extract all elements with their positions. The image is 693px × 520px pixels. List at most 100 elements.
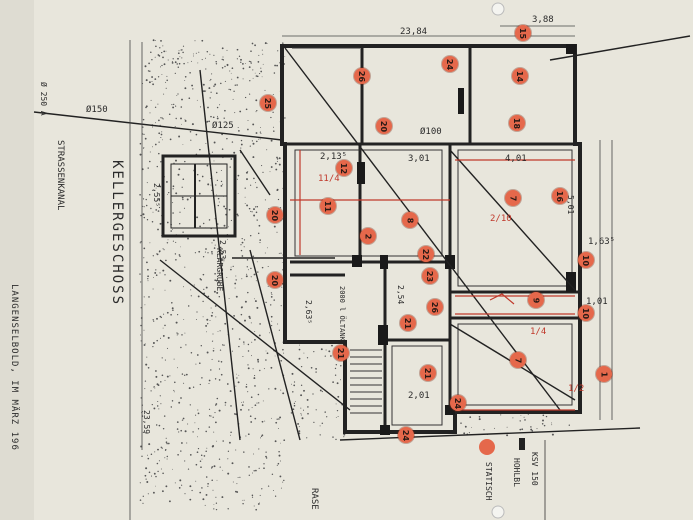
stipple-dot <box>236 213 239 216</box>
stipple-dot <box>147 493 149 495</box>
stipple-dot <box>221 344 224 346</box>
stipple-dot <box>166 458 168 460</box>
stipple-dot <box>256 261 258 263</box>
stipple-dot <box>240 61 242 63</box>
stipple-dot <box>266 43 268 45</box>
stipple-dot <box>172 185 175 188</box>
stipple-dot <box>202 83 205 86</box>
legend-ksv-label: KSV 150 <box>530 452 539 486</box>
stipple-dot <box>291 383 292 385</box>
stipple-dot <box>265 350 267 352</box>
stipple-dot <box>215 404 217 406</box>
stipple-dot <box>187 468 190 470</box>
stipple-dot <box>158 424 161 427</box>
red-markup <box>290 150 575 411</box>
stipple-dot <box>246 204 249 207</box>
stipple-dot <box>216 171 218 174</box>
stipple-dot <box>249 145 251 147</box>
stipple-dot <box>177 314 179 316</box>
stipple-dot <box>178 401 181 404</box>
stipple-dot <box>277 428 279 429</box>
stipple-dot <box>170 230 173 232</box>
stipple-dot <box>139 242 141 244</box>
stipple-dot <box>250 322 252 324</box>
stipple-dot <box>158 206 161 209</box>
stipple-dot <box>267 485 270 487</box>
stipple-dot <box>152 345 154 348</box>
stipple-dot <box>231 350 233 352</box>
stipple-dot <box>471 427 472 429</box>
stipple-dot <box>228 208 231 211</box>
stipple-dot <box>543 424 546 427</box>
stipple-dot <box>254 404 257 407</box>
stipple-dot <box>261 420 264 423</box>
stipple-dot <box>230 72 232 74</box>
stipple-dot <box>184 266 186 268</box>
stipple-dot <box>246 266 248 268</box>
stipple-dot <box>214 378 217 380</box>
stipple-dot <box>153 407 156 410</box>
stipple-dot <box>280 487 282 489</box>
stipple-dot <box>271 293 273 295</box>
stipple-dot <box>192 431 194 433</box>
stipple-dot <box>251 42 254 45</box>
stipple-dot <box>158 184 161 187</box>
stipple-dot <box>146 356 148 358</box>
stipple-dot <box>178 487 181 489</box>
stipple-dot <box>278 163 281 166</box>
stipple-dot <box>326 416 328 418</box>
marker: 7 <box>505 190 521 206</box>
stipple-dot <box>162 248 164 250</box>
stipple-dot <box>243 341 245 343</box>
stipple-dot <box>163 313 165 315</box>
stipple-dot <box>169 279 172 282</box>
stipple-dot <box>218 295 221 298</box>
stipple-dot <box>172 188 174 190</box>
stipple-dot <box>247 343 250 346</box>
stipple-dot <box>231 78 233 80</box>
stipple-dot <box>177 57 179 60</box>
stipple-dot <box>140 214 142 217</box>
marker: 8 <box>402 212 418 228</box>
stipple-dot <box>270 116 272 119</box>
stipple-dot <box>197 428 200 430</box>
stipple-dot <box>276 418 278 420</box>
stipple-dot <box>243 499 245 501</box>
stipple-dot <box>149 70 151 73</box>
dimension-label: 2,55⁵ <box>152 183 161 208</box>
stipple-dot <box>259 239 261 241</box>
marker: 16 <box>552 188 568 204</box>
stipple-dot <box>147 70 150 72</box>
stipple-dot <box>249 80 251 82</box>
stipple-dot <box>239 476 241 478</box>
stipple-dot <box>251 355 252 357</box>
stipple-dot <box>256 140 258 143</box>
stipple-dot <box>257 271 259 273</box>
stipple-dot <box>166 442 168 445</box>
stipple-dot <box>143 344 146 346</box>
stipple-dot <box>255 508 258 511</box>
stipple-dot <box>257 232 260 235</box>
stipple-dot <box>175 159 177 162</box>
stipple-dot <box>179 211 181 213</box>
stipple-dot <box>206 164 209 167</box>
stipple-dot <box>144 65 147 68</box>
stipple-dot <box>160 161 162 163</box>
stipple-dot <box>536 428 538 430</box>
stipple-dot <box>228 298 230 300</box>
stipple-dot <box>276 189 279 192</box>
stipple-dot <box>152 189 154 192</box>
stipple-dot <box>230 431 232 433</box>
stipple-dot <box>221 148 224 150</box>
stipple-dot <box>253 470 255 472</box>
stipple-dot <box>155 200 157 202</box>
location-date-caption: LANGENSELBOLD, IM MÄRZ 196 <box>9 284 19 451</box>
stipple-dot <box>212 116 215 119</box>
stipple-dot <box>156 192 159 194</box>
stipple-dot <box>157 228 159 231</box>
stipple-dot <box>200 279 202 281</box>
stipple-dot <box>205 324 208 327</box>
stipple-dot <box>176 332 178 334</box>
stipple-dot <box>178 62 181 65</box>
stipple-dot <box>156 383 159 386</box>
